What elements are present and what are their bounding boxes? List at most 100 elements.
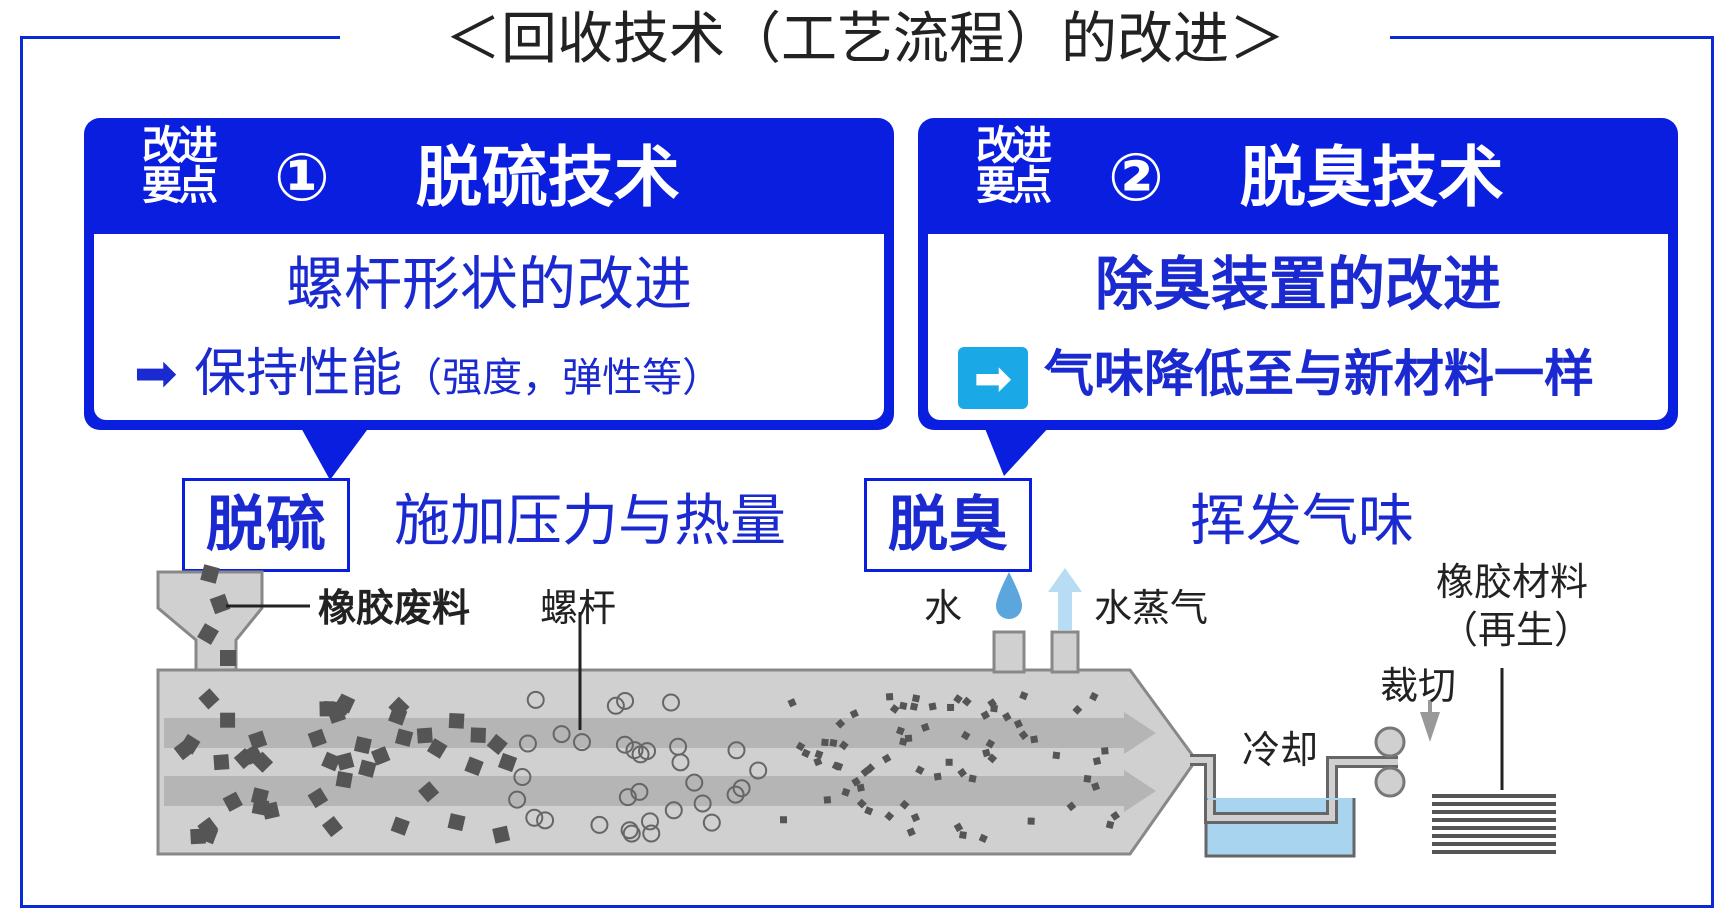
rubber-chunk xyxy=(464,756,484,776)
label-rubber-waste: 橡胶废料 xyxy=(318,586,471,630)
fine-particle xyxy=(980,710,991,720)
fine-particle xyxy=(821,738,829,747)
fine-particle xyxy=(795,741,806,752)
fine-particle xyxy=(1002,712,1012,722)
softened-granule xyxy=(631,745,650,764)
softened-granule xyxy=(727,741,746,760)
falling-particle xyxy=(209,593,231,615)
fine-particle xyxy=(904,734,913,743)
rubber-chunk xyxy=(335,771,353,789)
product-sheet xyxy=(1432,850,1556,854)
rubber-chunk xyxy=(336,752,355,771)
rubber-chunk xyxy=(370,746,391,766)
fine-particle xyxy=(881,753,892,764)
point-number: ① xyxy=(274,139,330,216)
rubber-chunk xyxy=(307,787,329,809)
label-product-line2: （再生） xyxy=(1440,608,1593,652)
roller-bottom xyxy=(1374,766,1406,798)
vent-pipe-water xyxy=(992,630,1026,674)
fine-particle xyxy=(787,698,797,708)
fine-particle xyxy=(813,757,823,767)
falling-particle xyxy=(200,564,220,584)
rubber-particles xyxy=(173,688,1121,845)
rubber-chunk xyxy=(198,688,220,710)
softened-granule xyxy=(620,821,639,840)
fine-particle xyxy=(987,753,998,764)
rubber-chunk xyxy=(222,791,243,812)
rubber-chunk xyxy=(448,712,465,729)
fine-particle xyxy=(911,694,921,703)
rubber-chunk xyxy=(497,752,518,773)
product-sheet xyxy=(1432,826,1556,830)
softened-granule xyxy=(749,761,768,780)
fine-particle xyxy=(823,796,832,804)
softened-granule xyxy=(525,808,544,827)
fine-particle xyxy=(957,767,968,778)
softened-granule xyxy=(615,735,634,754)
fine-particle xyxy=(928,702,937,711)
softened-granule xyxy=(732,779,751,798)
point-label: 改进要点 xyxy=(142,123,218,209)
fine-particle xyxy=(831,761,842,771)
rubber-chunk xyxy=(416,727,433,744)
fine-particle xyxy=(960,730,971,741)
fine-particle xyxy=(1092,756,1102,766)
product-sheet xyxy=(1432,842,1556,846)
fine-particle xyxy=(1089,691,1099,702)
fine-particle xyxy=(933,772,942,781)
fine-particle xyxy=(947,703,955,711)
fine-particle xyxy=(889,704,900,714)
panel-title-text: 脱硫技术 xyxy=(415,139,680,216)
fine-particle xyxy=(838,740,849,751)
rubber-chunk xyxy=(394,728,414,747)
rubber-chunk xyxy=(248,730,268,750)
stage-label-deodorization: 脱臭 xyxy=(864,478,1032,572)
softened-granule xyxy=(642,824,661,843)
label-screw: 螺杆 xyxy=(540,586,617,630)
fine-particle xyxy=(920,722,930,732)
fine-particle xyxy=(953,822,964,833)
panel-title-text: 脱臭技术 xyxy=(1239,139,1504,216)
fine-particle xyxy=(1019,691,1029,701)
rubber-chunk xyxy=(220,712,236,728)
cooling-pipe-overlay-inner xyxy=(1207,800,1335,821)
fine-particle xyxy=(829,738,838,747)
fine-particle xyxy=(1072,704,1083,715)
roller-top xyxy=(1374,726,1406,758)
fine-particle xyxy=(953,694,963,704)
rubber-chunk xyxy=(486,733,508,755)
vent-pipe-steam xyxy=(1050,630,1080,674)
softened-granule xyxy=(518,734,537,753)
softened-granule xyxy=(726,785,745,804)
panel-body: 除臭装置的改进 ➡气味降低至与新材料一样 xyxy=(928,234,1668,420)
fine-particle xyxy=(885,693,894,701)
fine-particle xyxy=(906,827,916,837)
softened-granule xyxy=(693,794,712,813)
fine-particle xyxy=(909,702,919,711)
fine-particle xyxy=(779,816,788,824)
rubber-chunk xyxy=(426,738,448,759)
main-title: ＜回收技术（工艺流程）的改进＞ xyxy=(340,0,1390,80)
fine-particle xyxy=(1052,751,1061,760)
callout-tail xyxy=(300,426,370,480)
hopper xyxy=(156,570,264,674)
panel-result: ➡气味降低至与新材料一样 xyxy=(958,344,1594,409)
fine-particle xyxy=(865,763,876,774)
softened-granule xyxy=(640,812,659,831)
fine-particle xyxy=(945,758,953,766)
softened-granule xyxy=(630,782,649,801)
rubber-chunk xyxy=(358,759,377,778)
rubber-chunk xyxy=(332,694,354,716)
fine-particle xyxy=(899,701,908,710)
fine-particle xyxy=(1105,820,1115,830)
product-sheet xyxy=(1432,802,1556,806)
fine-particle xyxy=(851,776,861,787)
stage-desc-deodorization: 挥发气味 xyxy=(1190,489,1414,554)
fine-particle xyxy=(978,833,988,843)
panel-title: ① 脱硫技术 xyxy=(274,138,680,218)
fine-particle xyxy=(968,774,977,783)
product-sheet xyxy=(1432,818,1556,822)
panel-subtitle: 螺杆形状的改进 xyxy=(285,250,692,318)
fine-particle xyxy=(1013,719,1024,729)
